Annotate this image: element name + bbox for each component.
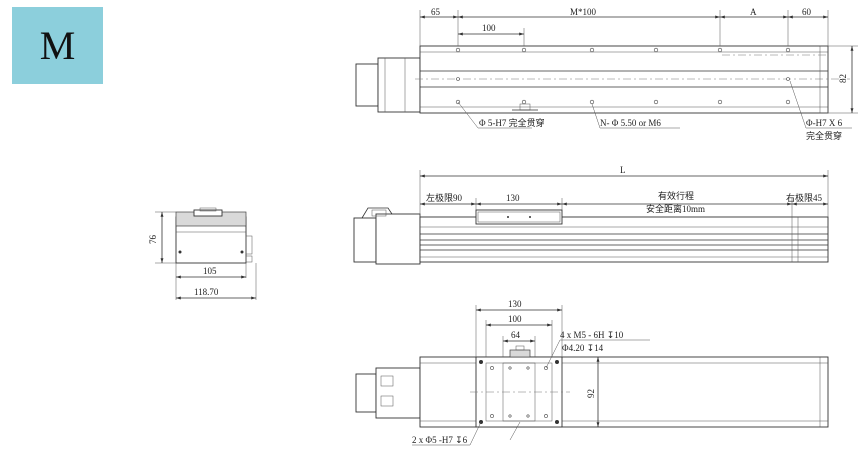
dim-118-70: 118.70 (194, 287, 219, 297)
dim-64: 64 (511, 330, 521, 340)
note-right-h7: Φ-H7 X 6 (806, 118, 843, 128)
side-motor (353, 217, 377, 263)
note-n-holes: N- Φ 5.50 or M6 (600, 118, 661, 128)
dim-130-bottom: 130 (508, 299, 522, 309)
dim-65: 65 (431, 7, 441, 17)
dim-60: 60 (802, 7, 812, 17)
dim-82: 82 (838, 74, 848, 83)
model-letter: M (39, 22, 76, 68)
dim-a: A (750, 7, 757, 17)
bottom-view: 130 100 64 92 4 x M5 - 6H ↧10 Φ4.20 ↧14 … (355, 299, 829, 446)
note-m5: 4 x M5 - 6H ↧10 (560, 330, 624, 340)
top-view: 65 M*100 A 60 100 82 Φ 5-H7 完全贯穿 N- Φ 5.… (355, 7, 858, 141)
note-phi420: Φ4.20 ↧14 (562, 343, 604, 353)
side-view: L 左极限90 130 有效行程 安全距离10mm 右极限45 (353, 165, 829, 265)
end-view: 76 105 118.70 (148, 207, 257, 300)
dim-130-side: 130 (506, 193, 520, 203)
top-motor (355, 63, 379, 107)
note-right-through: 完全贯穿 (806, 130, 842, 141)
dim-76: 76 (148, 235, 158, 245)
dim-m100: M*100 (570, 7, 597, 17)
left-limit: 左极限90 (426, 192, 463, 203)
dim-l: L (620, 165, 626, 175)
side-rail-body (419, 216, 829, 263)
note-phi5: 2 x Φ5 -H7 ↧6 (412, 435, 468, 445)
right-limit: 右极限45 (786, 192, 823, 203)
top-motor-flange (377, 57, 421, 113)
bottom-motor-flange (375, 367, 421, 419)
top-rail-body (419, 45, 829, 114)
stroke-label: 有效行程 (658, 190, 694, 201)
side-motor-flange (375, 213, 421, 265)
dim-92: 92 (586, 389, 596, 398)
dim-105: 105 (203, 266, 217, 276)
safety-distance: 安全距离10mm (646, 203, 705, 214)
model-badge: M (12, 7, 103, 84)
dim-100: 100 (482, 23, 496, 33)
bottom-motor (355, 373, 377, 413)
top-holes (455, 47, 791, 105)
side-carriage (475, 209, 563, 225)
dim-100-bottom: 100 (508, 314, 522, 324)
note-hole-h7: Φ 5-H7 完全贯穿 (479, 117, 545, 128)
